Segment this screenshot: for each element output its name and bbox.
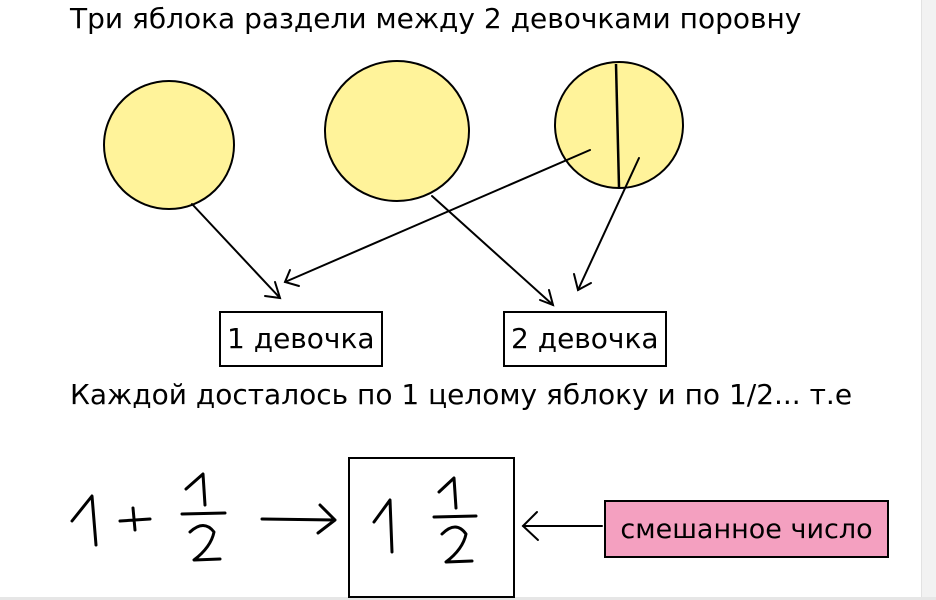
eq-whole-one [70,494,98,547]
apple-3-split-line [614,63,621,188]
girl-1-box: 1 девочка [219,311,383,367]
apple-1 [103,80,235,210]
eq-numerator-one [184,472,207,507]
result-text: Каждой досталось по 1 целому яблоку и по… [70,378,853,411]
mixed-denominator-two [440,525,474,564]
arrow-half-to-girl1 [283,149,591,287]
canvas-edge-right [921,0,936,600]
canvas-edge-bottom [0,597,936,600]
mixed-number-handwritten [372,476,478,564]
girl-2-box: 2 девочка [503,311,667,367]
arrow-apple2-to-girl2 [431,195,555,307]
mixed-fraction-bar [432,514,478,519]
apple-2 [324,60,470,202]
arrow-label-to-box [521,511,603,541]
equation-handwritten [70,472,337,562]
eq-arrow [260,503,337,535]
arrow-half-to-girl2 [573,157,640,292]
mixed-number-box [348,457,515,598]
eq-denominator-two [188,524,222,562]
apple-3 [554,61,684,189]
arrow-apple1-to-girl1 [191,203,282,300]
eq-plus [118,506,152,532]
eq-fraction-bar [180,511,227,516]
mixed-whole-one [372,498,394,554]
mixed-numerator-one [437,476,458,510]
mixed-number-label: смешанное число [604,500,889,558]
problem-title: Три яблока раздели между 2 девочками пор… [70,2,802,35]
